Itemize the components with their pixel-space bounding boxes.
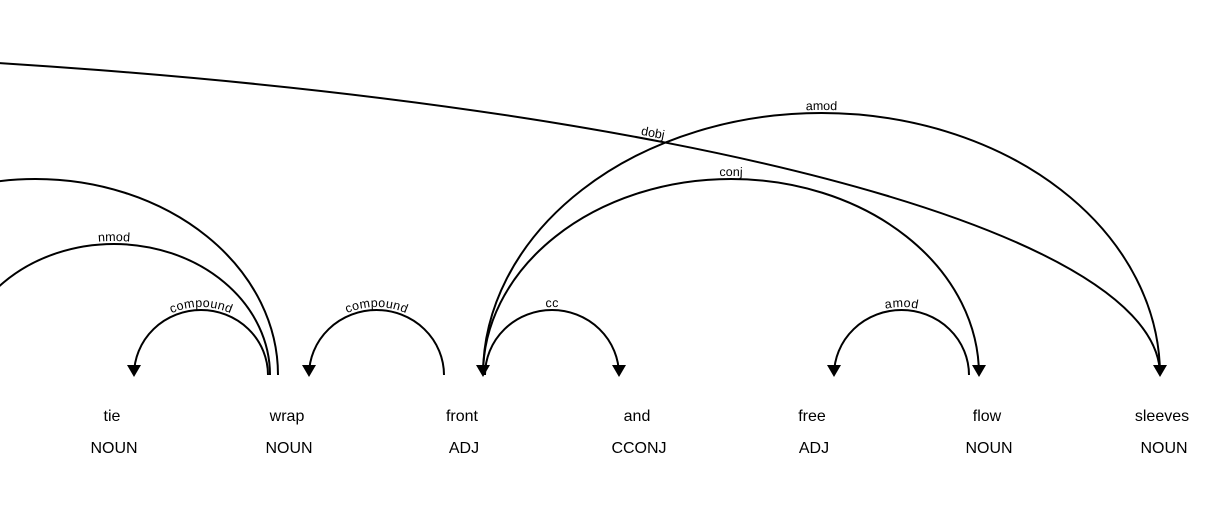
token-word: free (798, 408, 826, 425)
arc-compound-front-wrap: compound (302, 296, 445, 377)
arc-compound-wrap-tie-label: compound (167, 296, 234, 316)
token-word: wrap (269, 408, 305, 425)
token-tie: tie NOUN (90, 408, 137, 457)
arc-nmod-label: nmod (97, 230, 130, 245)
token-pos-tag: ADJ (449, 440, 479, 457)
arc-compound-front-wrap-line (308, 309, 445, 376)
token-word: front (446, 408, 479, 425)
arc-amod-front-sleeves: amod (476, 99, 1161, 377)
arc-amod-front-sleeves-label: amod (806, 99, 838, 113)
arc-cc-label: cc (545, 296, 559, 310)
token-pos-tag: NOUN (965, 440, 1012, 457)
arc-cc-arrowhead (612, 365, 626, 377)
token-pos-tag: NOUN (265, 440, 312, 457)
arc-cc: cc (484, 296, 626, 377)
arc-compound-front-wrap-label: compound (343, 296, 410, 316)
arc-compound-wrap-tie-line (133, 309, 269, 376)
token-flow: flow NOUN (965, 408, 1012, 457)
arc-cc-line (484, 309, 620, 376)
token-word: tie (104, 408, 121, 425)
token-word: sleeves (1135, 408, 1189, 425)
arc-compound-wrap-tie-arrowhead (127, 365, 141, 377)
token-front: front ADJ (446, 408, 479, 457)
arc-dobj-label: dobj (640, 124, 666, 142)
arc-amod-flow-free: amod (827, 296, 970, 377)
arc-det: det (0, 178, 279, 376)
arc-conj-arrowhead (972, 365, 986, 377)
token-word: and (624, 408, 651, 425)
arc-conj-label: conj (719, 165, 743, 179)
token-pos-tag: CCONJ (611, 440, 666, 457)
token-pos-tag: NOUN (90, 440, 137, 457)
token-pos-tag: ADJ (799, 440, 829, 457)
arc-compound-wrap-tie: compound (127, 296, 269, 377)
arc-conj: conj (482, 165, 986, 377)
token-pos-tag: NOUN (1140, 440, 1187, 457)
arc-nmod-line (0, 243, 271, 376)
arc-dobj-line (0, 62, 1161, 376)
token-word: flow (973, 408, 1002, 425)
arc-conj-line (482, 178, 980, 376)
arc-nmod: nmod (0, 230, 271, 376)
token-wrap: wrap NOUN (265, 408, 312, 457)
token-sleeves: sleeves NOUN (1135, 408, 1189, 457)
arc-amod-front-sleeves-line (482, 112, 1161, 376)
token-and: and CCONJ (611, 408, 666, 457)
arc-dobj: dobj (0, 62, 1167, 377)
arc-amod-flow-free-label: amod (884, 296, 920, 312)
arc-det-line (0, 178, 279, 376)
arc-amod-flow-free-line (833, 309, 970, 376)
token-free: free ADJ (798, 408, 829, 457)
arc-amod-flow-free-arrowhead (827, 365, 841, 377)
arc-compound-front-wrap-arrowhead (302, 365, 316, 377)
